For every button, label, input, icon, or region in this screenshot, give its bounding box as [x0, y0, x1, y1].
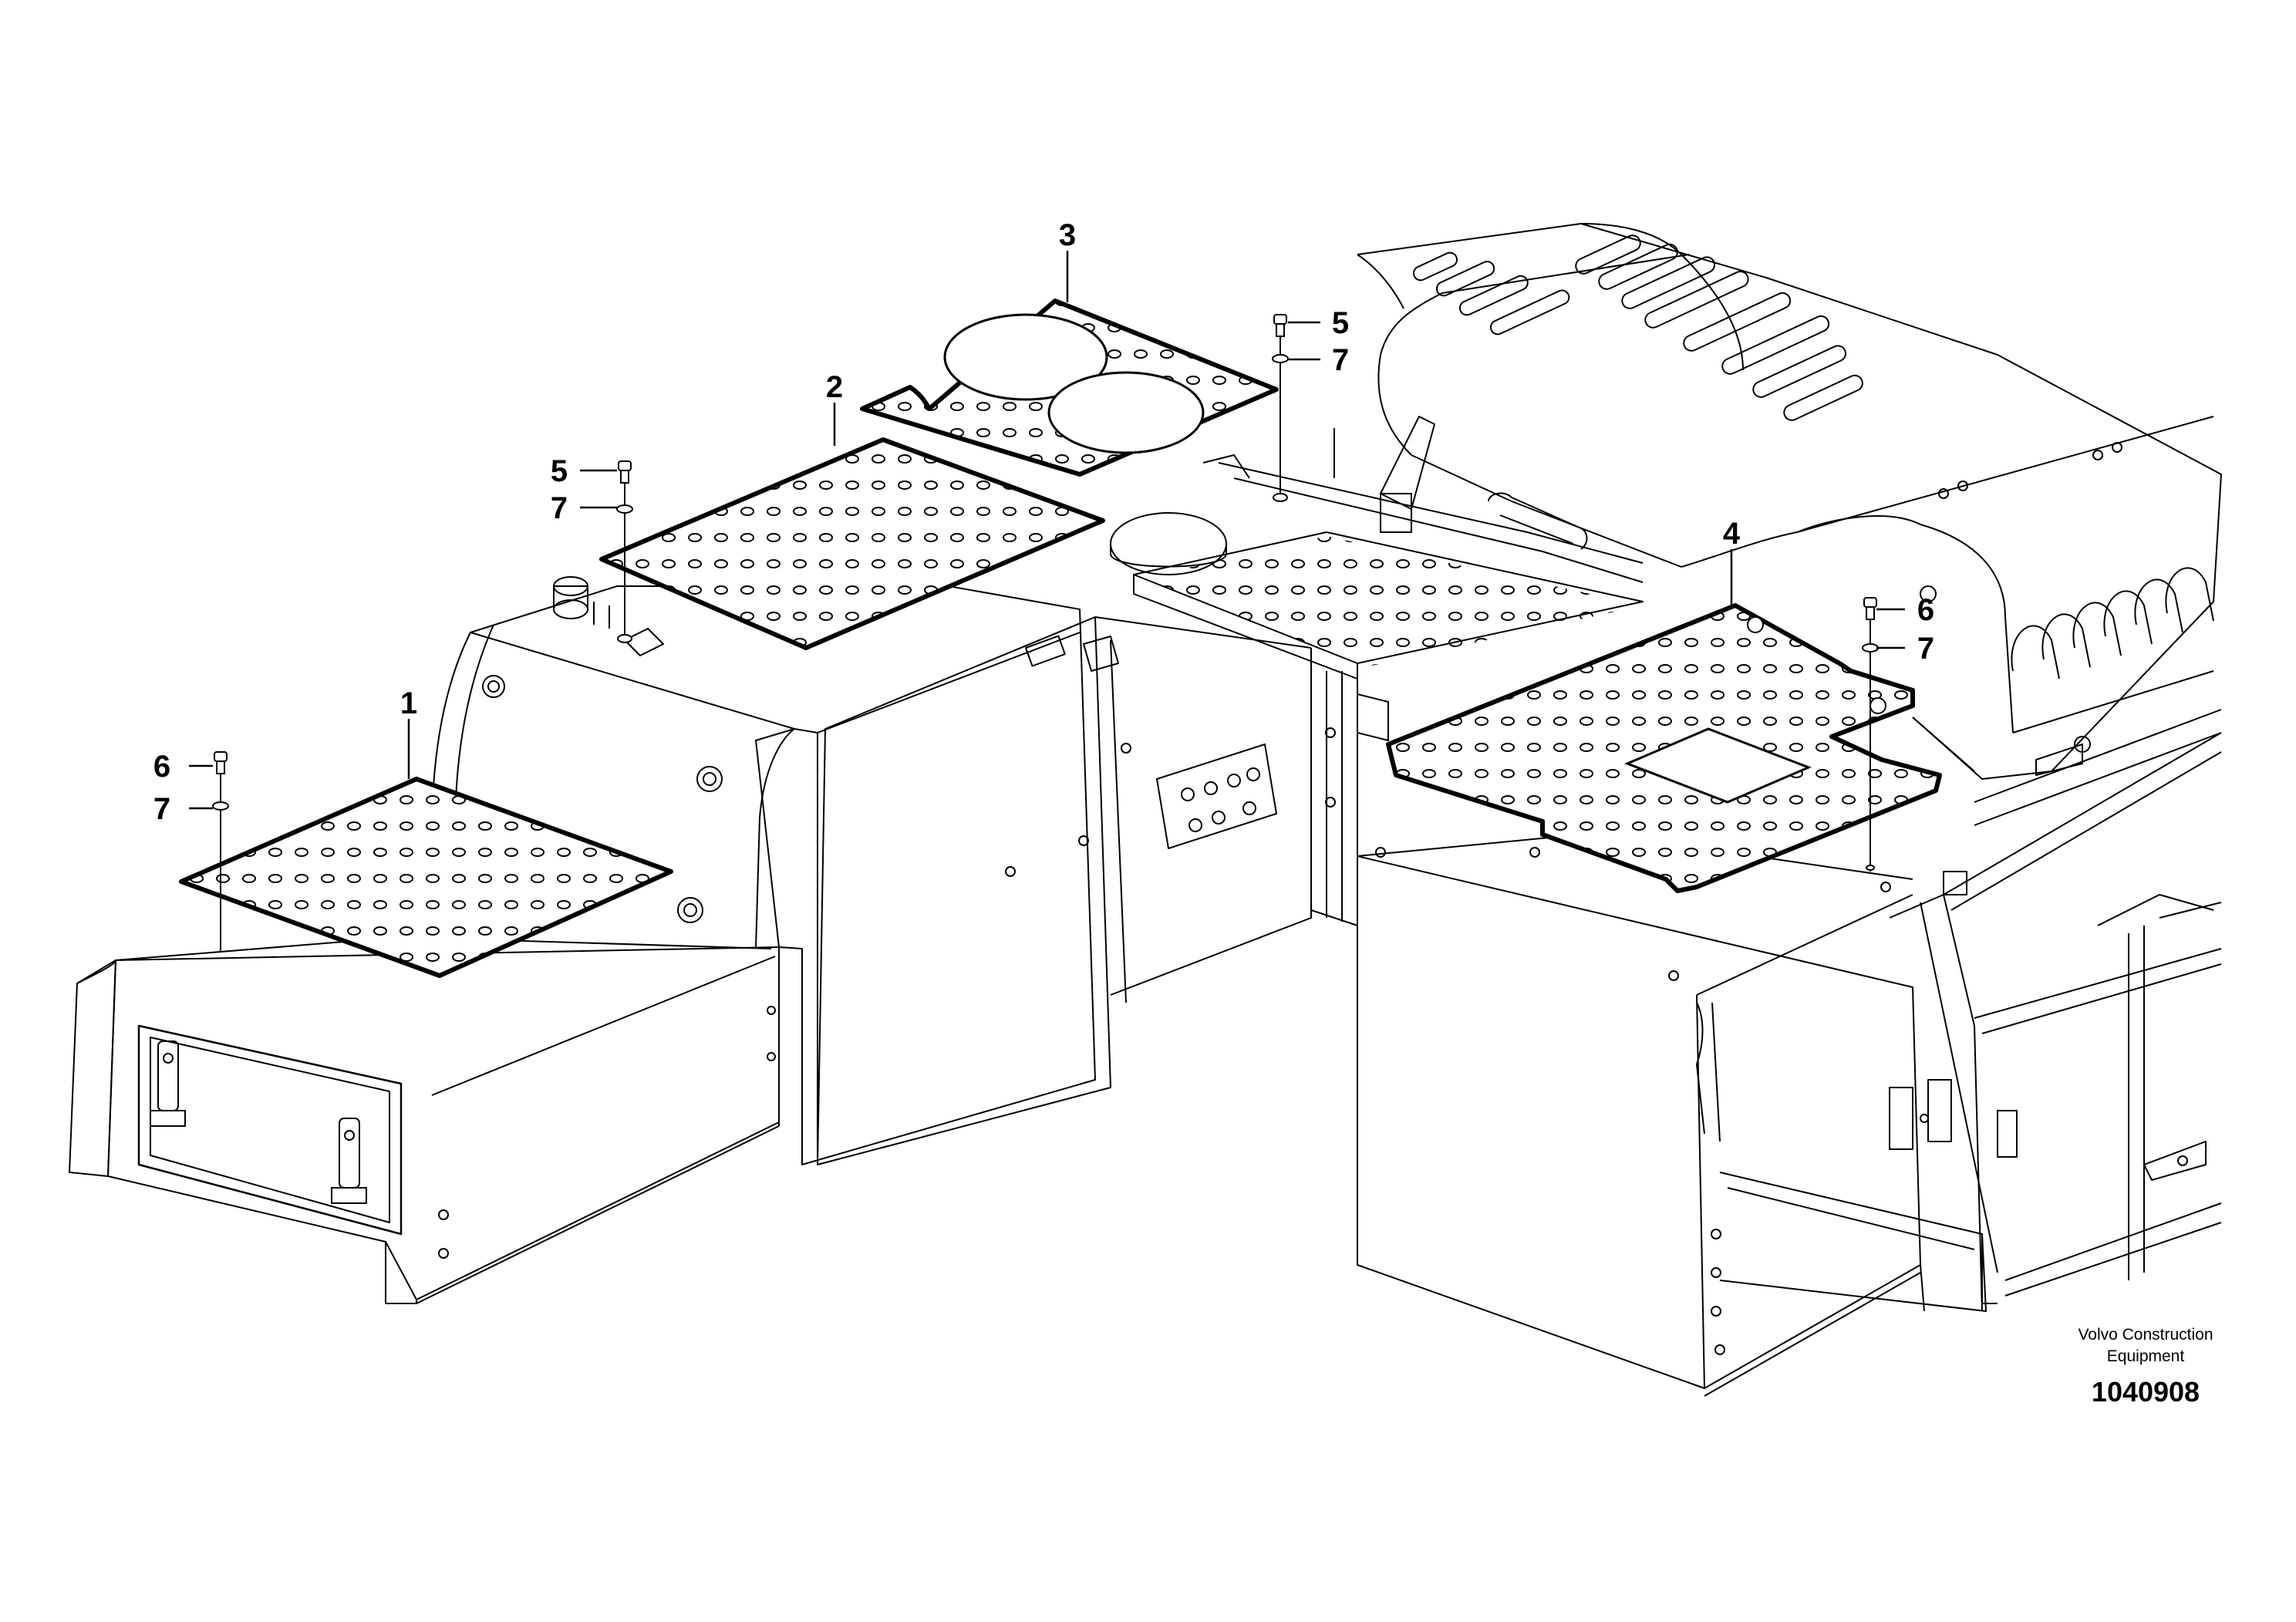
- engine-hood: [1357, 223, 2222, 780]
- callout-4: 4: [1723, 517, 1741, 551]
- plate-4-square-cutout: [1624, 727, 1812, 804]
- floor-plate-3: [860, 298, 1279, 477]
- floor-plate-1: [179, 777, 673, 978]
- bolt-plate-3: [1272, 314, 1289, 502]
- callout-7-plate-3: 7: [1332, 343, 1349, 377]
- hood-handle: [1488, 492, 1588, 550]
- machine-body: [69, 223, 2222, 1397]
- callout-5-plate-2: 5: [551, 454, 568, 488]
- caption-company-line-1: Volvo Construction: [2078, 1326, 2213, 1344]
- plate-3-cutout-right: [1047, 371, 1205, 454]
- right-front-box: [1357, 709, 2222, 1397]
- hood-vent-slots-right: [2011, 567, 2214, 679]
- bracket-plate: [1156, 744, 1277, 849]
- callout-6-left: 6: [153, 750, 170, 784]
- callout-1: 1: [400, 686, 417, 720]
- callout-6-plate-4: 6: [1917, 593, 1934, 627]
- bolt-plate-1: [212, 751, 229, 953]
- grating-walkway: [1141, 536, 1643, 667]
- door-latch-right: [331, 1118, 367, 1204]
- callout-7-plate-4: 7: [1917, 632, 1934, 666]
- bolt-plate-2: [616, 460, 633, 643]
- center-box: [817, 616, 1312, 1165]
- callout-2: 2: [826, 370, 843, 404]
- hood-vent-slots-top: [1412, 234, 1863, 421]
- access-door: [137, 1024, 403, 1236]
- callout-7-plate-2: 7: [551, 491, 568, 525]
- door-latch-left: [150, 1040, 186, 1127]
- fasteners: [212, 314, 1879, 953]
- floor-plate-2: [599, 437, 1105, 650]
- plate-3-cutout-left: [943, 313, 1108, 401]
- bolt-plate-4: [1862, 597, 1879, 872]
- diagram-caption: Volvo Construction Equipment 1040908: [2078, 1326, 2213, 1408]
- callout-leaders: [189, 251, 1905, 810]
- callout-5-plate-3: 5: [1332, 306, 1349, 340]
- callout-7-left: 7: [153, 792, 170, 826]
- left-front-box: [69, 936, 780, 1304]
- floor-plate-4: [1386, 603, 1942, 893]
- callout-3: 3: [1059, 218, 1076, 252]
- caption-company-line-2: Equipment: [2107, 1347, 2185, 1365]
- diagram-reference-number: 1040908: [2092, 1376, 2200, 1408]
